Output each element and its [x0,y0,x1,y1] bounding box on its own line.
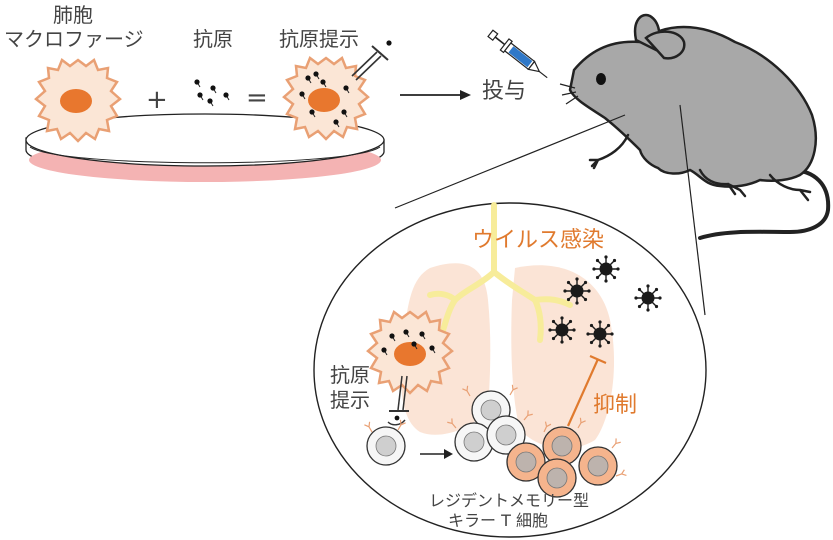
alveolar-macrophage [34,58,122,143]
syringe-icon [487,29,548,79]
viral-infection-label: ウイルス感染 [472,228,605,253]
expansion-arrow [420,449,453,459]
virus-icon [633,283,663,313]
mouse-illustration [559,13,831,240]
antigen-presenting-macrophage [282,56,370,141]
plus-sign: + [146,85,168,115]
virus-icon [562,276,592,306]
suppression-inhibition-line [566,354,607,427]
suppression-label: 抑制 [593,393,638,418]
inset-antigen-presenting-macrophage [366,310,454,395]
virus-icon [547,315,577,345]
equals-sign: = [246,83,268,113]
virus-icon [591,254,621,284]
trm-label-line2: キラー T 細胞 [448,511,548,530]
trm-label-line1: レジデントメモリー型 [429,491,590,510]
antigen-label: 抗原 [193,27,233,51]
inset-mhc-contact [387,375,409,426]
inset-antigen-label-line2: 提示 [330,388,370,412]
macrophage-label-line2: マクロファージ [4,27,144,51]
administration-label: 投与 [482,79,527,104]
antigen-presentation-label: 抗原提示 [279,27,359,51]
macrophage-label-line1: 肺胞 [53,3,93,27]
airway-tree [427,202,573,343]
administration-arrow [400,90,471,100]
inset-antigen-label-line1: 抗原 [330,363,370,387]
mhc-antigen-complex [351,40,392,81]
virus-icon [585,319,615,349]
antigen-particles [193,78,230,107]
zoom-lines [394,104,706,316]
